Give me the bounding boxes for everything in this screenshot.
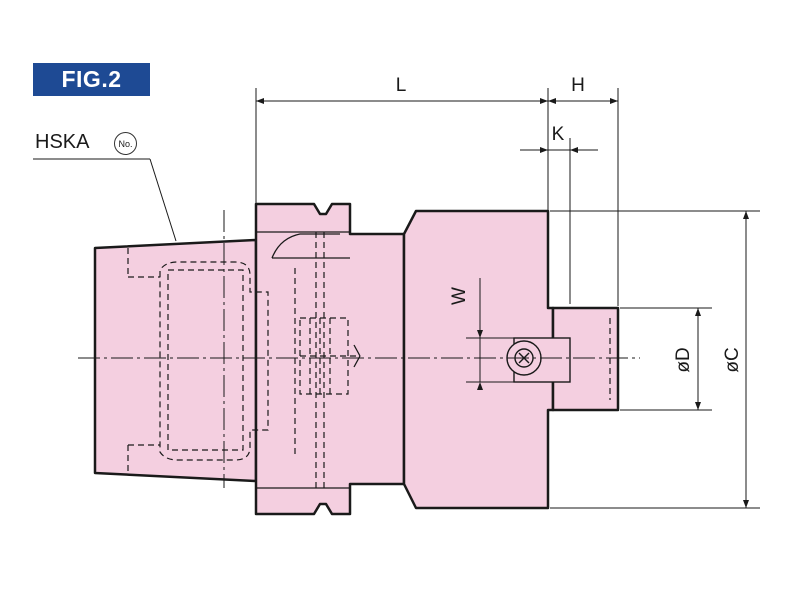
hidden-lines (127, 222, 611, 498)
dimension-arrows (256, 98, 749, 508)
dim-C-label: øC (722, 347, 743, 372)
dimension-lines (255, 88, 760, 509)
number-mark: No. (114, 132, 137, 155)
dim-K-label: K (552, 124, 565, 145)
dim-W-label: W (449, 287, 470, 305)
model-leader (33, 158, 177, 242)
dim-L-label: L (396, 75, 407, 96)
taper-shank (93, 238, 258, 483)
figure-badge: FIG.2 (33, 63, 150, 96)
key-slot (506, 337, 571, 383)
internal-edges (256, 231, 361, 489)
dim-H-label: H (571, 75, 585, 96)
dim-D-label: øD (673, 347, 694, 372)
model-label: HSKA (35, 131, 90, 153)
